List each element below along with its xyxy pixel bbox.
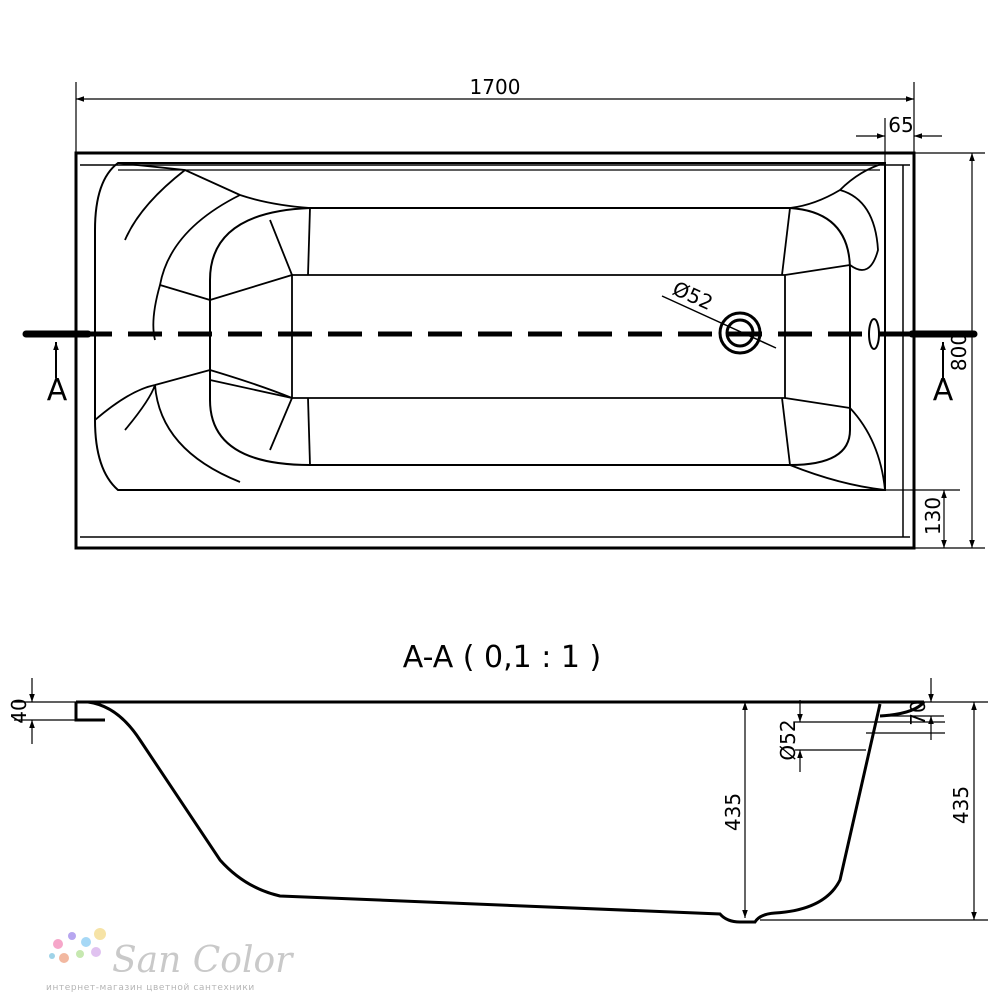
drain-diameter-label: Ø52 bbox=[669, 276, 716, 315]
logo-dot bbox=[59, 953, 69, 963]
dim-40-label: 40 bbox=[7, 698, 31, 723]
tub-outer-rim bbox=[74, 151, 916, 550]
section-profile bbox=[87, 700, 882, 924]
dim-800-label: 800 bbox=[947, 333, 971, 371]
dim-1700-label: 1700 bbox=[470, 75, 521, 99]
floor-right-edge-top bbox=[781, 207, 791, 276]
logo-dot bbox=[68, 932, 76, 940]
floor-left-edge-top bbox=[307, 207, 311, 276]
dim-435-inner-label: 435 bbox=[721, 793, 745, 831]
logo-dot bbox=[53, 939, 63, 949]
section-view bbox=[14, 678, 988, 924]
logo-name: San Color bbox=[112, 940, 294, 981]
drain-inner bbox=[725, 318, 755, 348]
basin-outline bbox=[94, 162, 886, 491]
logo: San Color интернет-магазин цветной санте… bbox=[46, 928, 294, 993]
logo-dot bbox=[49, 953, 55, 959]
logo-dot bbox=[94, 928, 106, 940]
dim-ovf-label: Ø52 bbox=[776, 719, 800, 760]
overflow-ring bbox=[868, 318, 880, 350]
logo-tagline: интернет-магазин цветной сантехники bbox=[46, 983, 255, 993]
backrest-facets bbox=[117, 162, 311, 483]
dim-65-label: 65 bbox=[888, 113, 913, 137]
section-mark-left: A bbox=[47, 373, 68, 408]
dim-435-outer-label: 435 bbox=[949, 786, 973, 824]
section-title: A-A ( 0,1 : 1 ) bbox=[403, 640, 602, 675]
floor-left-edge-bottom bbox=[307, 397, 311, 466]
logo-dot bbox=[91, 947, 101, 957]
top-view bbox=[22, 82, 985, 550]
logo-dot bbox=[81, 937, 91, 947]
floor-right-edge-bottom bbox=[781, 397, 791, 466]
section-mark-right: A bbox=[933, 373, 954, 408]
backrest-lower-facets bbox=[94, 369, 293, 421]
drain-outer bbox=[718, 311, 762, 355]
dim-70-label: 70 bbox=[906, 700, 930, 725]
basin-floor bbox=[209, 207, 851, 466]
logo-dot bbox=[76, 950, 84, 958]
footend-facets bbox=[789, 162, 886, 491]
drain-leader bbox=[661, 295, 777, 349]
logo-dots-icon bbox=[49, 928, 106, 963]
dim-130-label: 130 bbox=[921, 497, 945, 535]
